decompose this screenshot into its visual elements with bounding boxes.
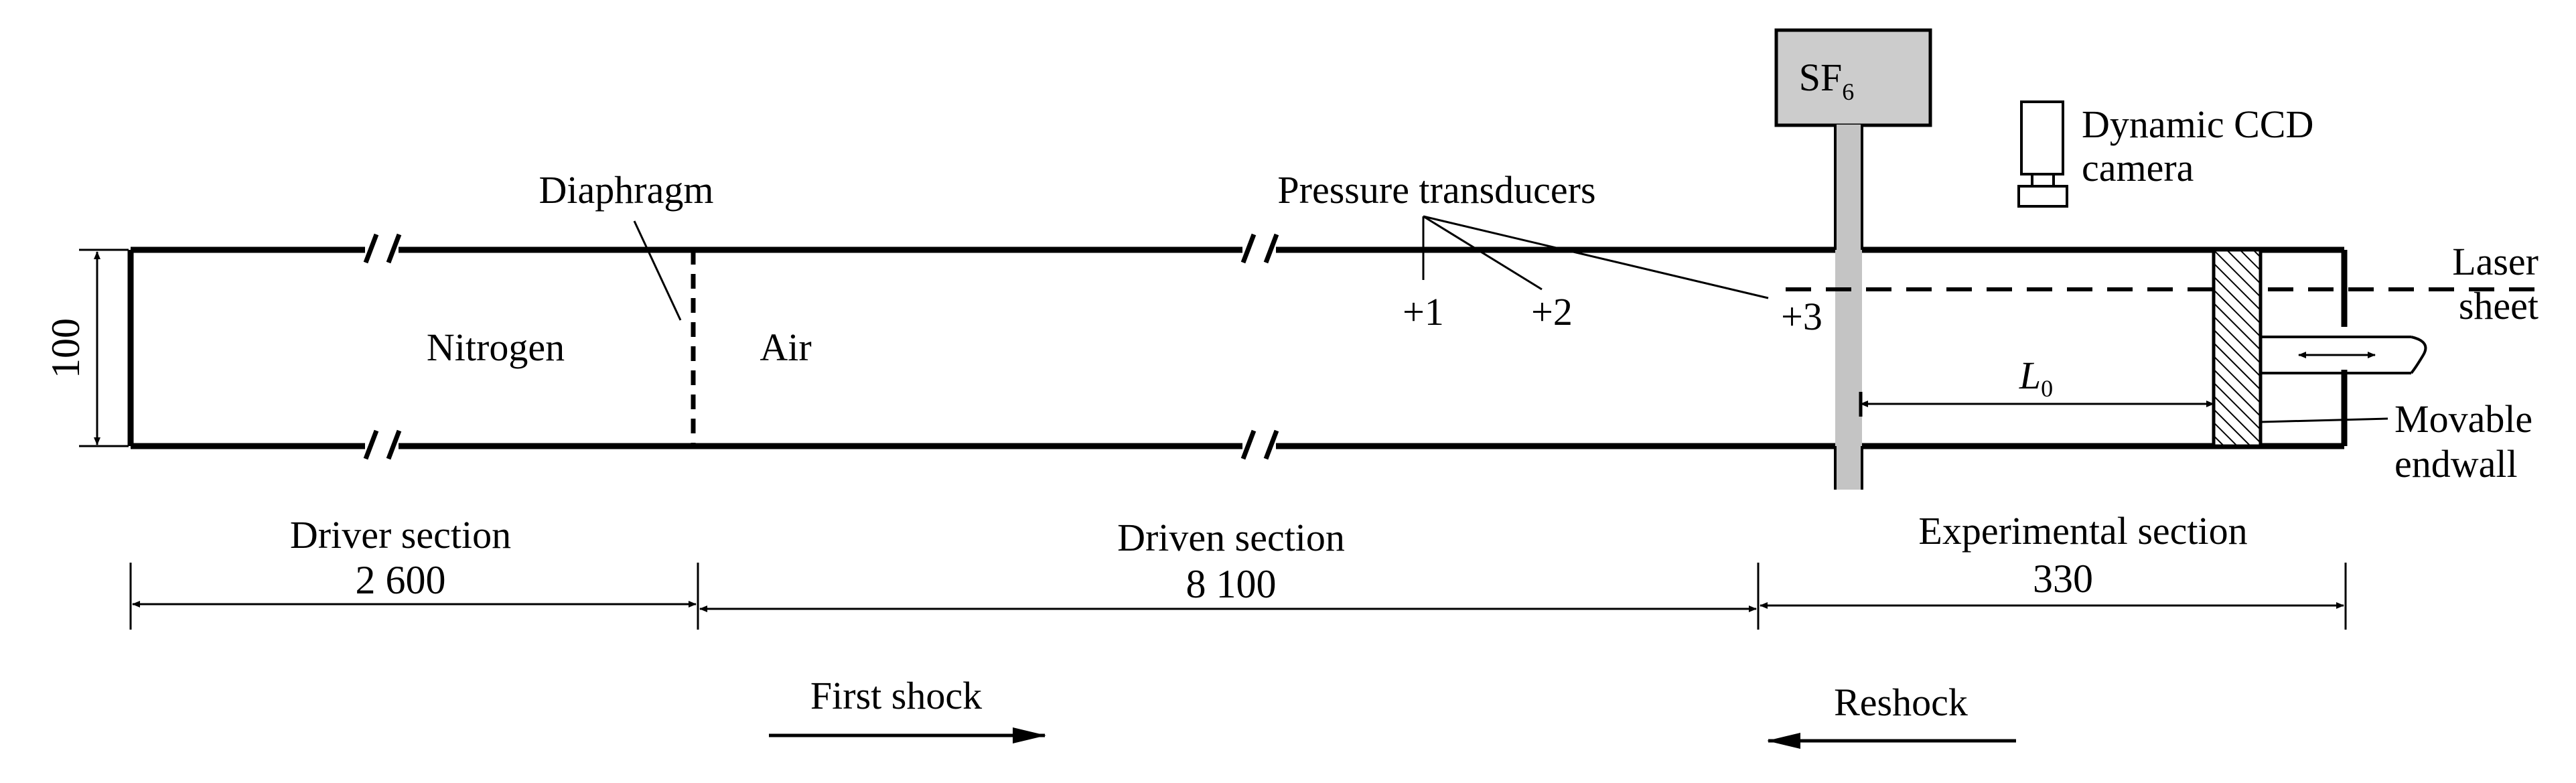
- experimental-section-label: Experimental section: [1918, 509, 2247, 553]
- reshock-label: Reshock: [1834, 681, 1968, 724]
- laser-sheet-label-line1: Laser: [2452, 240, 2538, 283]
- section-dimensions: [129, 563, 2347, 630]
- tube-break-marks: [363, 233, 1279, 460]
- diameter-label: 100: [44, 318, 88, 378]
- camera-label-line2: camera: [2082, 146, 2194, 190]
- experimental-section-length: 330: [2033, 557, 2093, 601]
- transducer-2-label: +2: [1531, 290, 1573, 334]
- l0-label: L0: [2019, 354, 2053, 402]
- tube-walls: [127, 246, 2348, 449]
- laser-sheet-label-line2: sheet: [2459, 284, 2538, 328]
- transducer-3-label: +3: [1781, 295, 1822, 338]
- camera-label-line1: Dynamic CCD: [2082, 102, 2313, 146]
- endwall-rod: [2261, 336, 2427, 374]
- driver-section-length: 2 600: [356, 558, 446, 602]
- l0-main: L: [2019, 354, 2041, 397]
- sf6-subscript: 6: [1842, 78, 1854, 105]
- sf6-main: SF: [1799, 56, 1843, 99]
- pressure-transducers-label: Pressure transducers: [1277, 168, 1595, 212]
- nitrogen-label: Nitrogen: [427, 326, 565, 369]
- ccd-camera-icon: [2017, 100, 2068, 208]
- driven-section-length: 8 100: [1186, 562, 1277, 606]
- movable-endwall-label-line2: endwall: [2394, 442, 2518, 486]
- driver-section-label: Driver section: [290, 513, 511, 557]
- sf6-supply-pipe: [1835, 125, 1862, 490]
- air-label: Air: [760, 326, 811, 369]
- movable-endwall: [2212, 248, 2263, 448]
- diaphragm-label: Diaphragm: [539, 168, 714, 212]
- transducer-1-label: +1: [1403, 290, 1444, 334]
- leader-lines: [633, 215, 2388, 423]
- movable-endwall-label-line1: Movable: [2394, 397, 2532, 441]
- sf6-label: SF6: [1799, 56, 1855, 105]
- l0-subscript: 0: [2041, 375, 2053, 402]
- first-shock-label: First shock: [810, 674, 982, 717]
- sf6-reservoir: [1774, 28, 1932, 127]
- driven-section-label: Driven section: [1117, 516, 1345, 559]
